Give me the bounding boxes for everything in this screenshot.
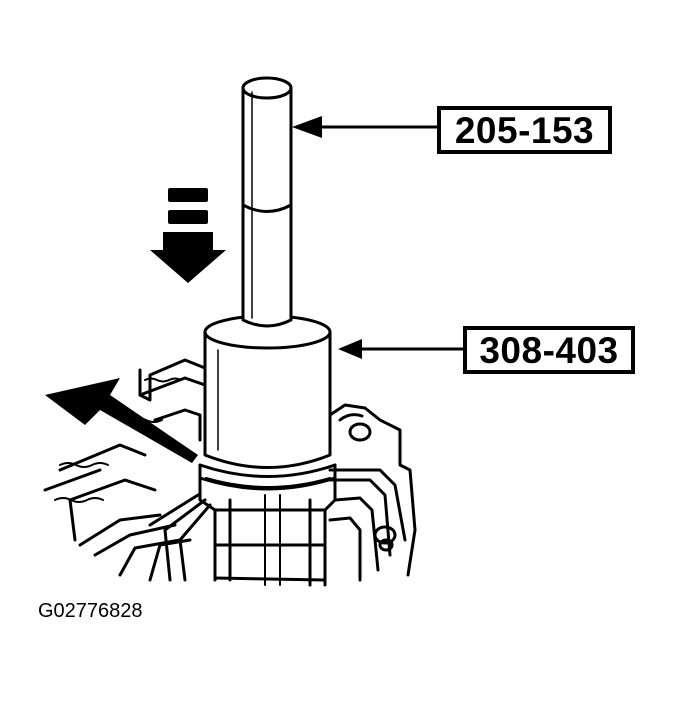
- driver-tool-cylinder: [203, 314, 332, 469]
- callout-label-driver-tool: 308-403: [463, 326, 635, 374]
- shaft-tool: [241, 76, 293, 328]
- pointer-arrow-icon: [45, 378, 198, 463]
- callout-label-shaft-tool: 205-153: [437, 106, 612, 154]
- base-assembly: [43, 358, 417, 587]
- ring-washer: [198, 463, 337, 491]
- down-arrow-icon: [150, 188, 226, 283]
- figure-id: G02776828: [38, 600, 143, 622]
- leader-lines: [292, 116, 463, 359]
